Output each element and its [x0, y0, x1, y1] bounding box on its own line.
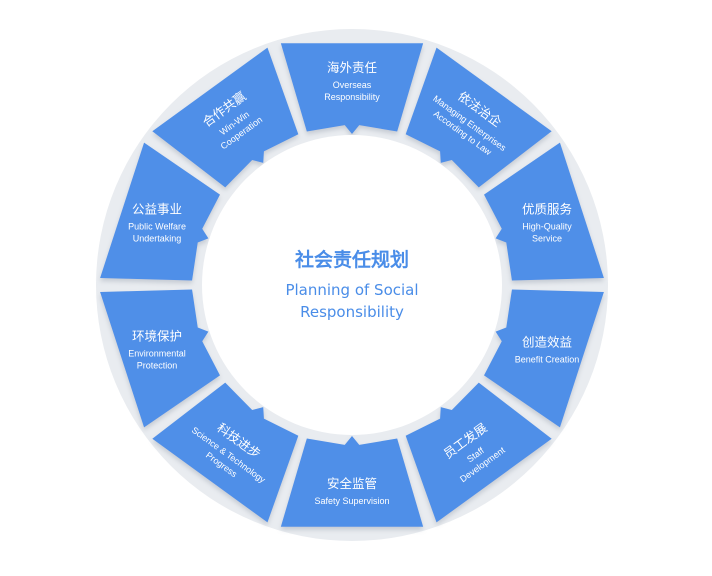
- wheel-segment-label-4: 创造效益 Benefit Creation: [515, 334, 580, 364]
- segment-title-en: Environmental: [128, 348, 186, 358]
- segment-title-en: Overseas: [333, 80, 372, 90]
- segment-title-en: Service: [532, 234, 562, 244]
- segment-title-en: Undertaking: [133, 234, 182, 244]
- center-title-en-line1: Planning of Social: [285, 281, 418, 299]
- wheel-segment-6: [280, 436, 424, 527]
- segment-title-en: Responsibility: [324, 92, 380, 102]
- segment-title-cn: 公益事业: [132, 202, 182, 217]
- center-title-group: 社会责任规划 Planning of Social Responsibility: [285, 248, 418, 321]
- segment-title-en: High-Quality: [522, 222, 572, 232]
- wheel-segment-2: [405, 47, 552, 188]
- segment-title-en: Protection: [137, 360, 178, 370]
- segment-title-cn: 海外责任: [327, 60, 377, 75]
- wheel-segment-9: [100, 142, 220, 281]
- center-title-en-line2: Responsibility: [300, 303, 404, 321]
- segments-layer: [100, 43, 604, 527]
- wheel-segment-5: [405, 382, 552, 523]
- center-title-cn: 社会责任规划: [294, 248, 409, 271]
- wheel-segment-8: [100, 289, 220, 428]
- wheel-segment-3: [484, 142, 604, 281]
- wheel-segment-7: [152, 382, 299, 523]
- segment-title-cn: 环境保护: [132, 328, 182, 343]
- segment-title-en: Safety Supervision: [314, 496, 389, 506]
- segment-title-cn: 优质服务: [522, 202, 572, 217]
- segment-title-en: Benefit Creation: [515, 354, 580, 364]
- segment-title-cn: 创造效益: [522, 334, 572, 349]
- center-disc: [202, 135, 502, 435]
- segment-title-cn: 安全监管: [327, 476, 377, 491]
- wheel-segment-10: [152, 47, 299, 188]
- segment-title-en: Public Welfare: [128, 222, 186, 232]
- wheel-segment-4: [484, 289, 604, 428]
- wheel-segment-label-6: 安全监管 Safety Supervision: [314, 476, 389, 506]
- wheel-segment-1: [280, 43, 424, 134]
